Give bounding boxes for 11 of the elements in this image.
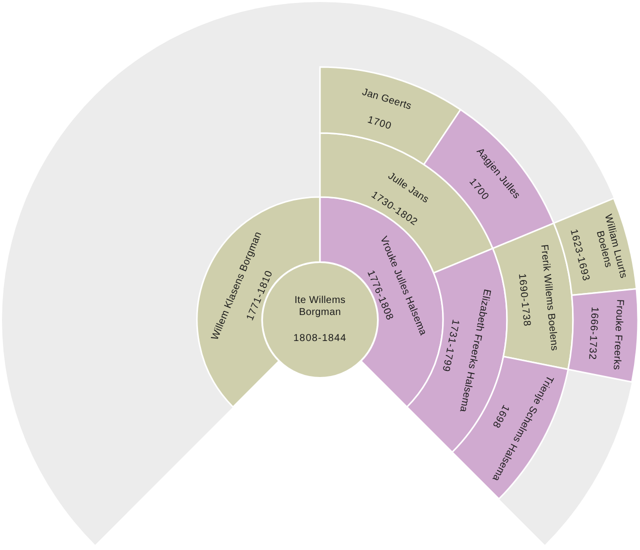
life-dates: 1698 [489,402,512,430]
person-name: Frouke Freerks [610,299,626,370]
life-dates: 1690-1738 [514,272,532,328]
life-dates: 1808-1844 [293,333,347,345]
person-name: Frerik Willems Boelens [537,244,560,352]
life-dates: 1666-1732 [585,306,600,360]
life-dates: 1731-1799 [438,318,462,374]
person-name: William Luurts Boelens [592,212,630,282]
life-dates: 1700 [366,114,393,134]
person-name: Jan Geerts [360,87,413,114]
person-name: Ite Willems Borgman [293,295,347,319]
